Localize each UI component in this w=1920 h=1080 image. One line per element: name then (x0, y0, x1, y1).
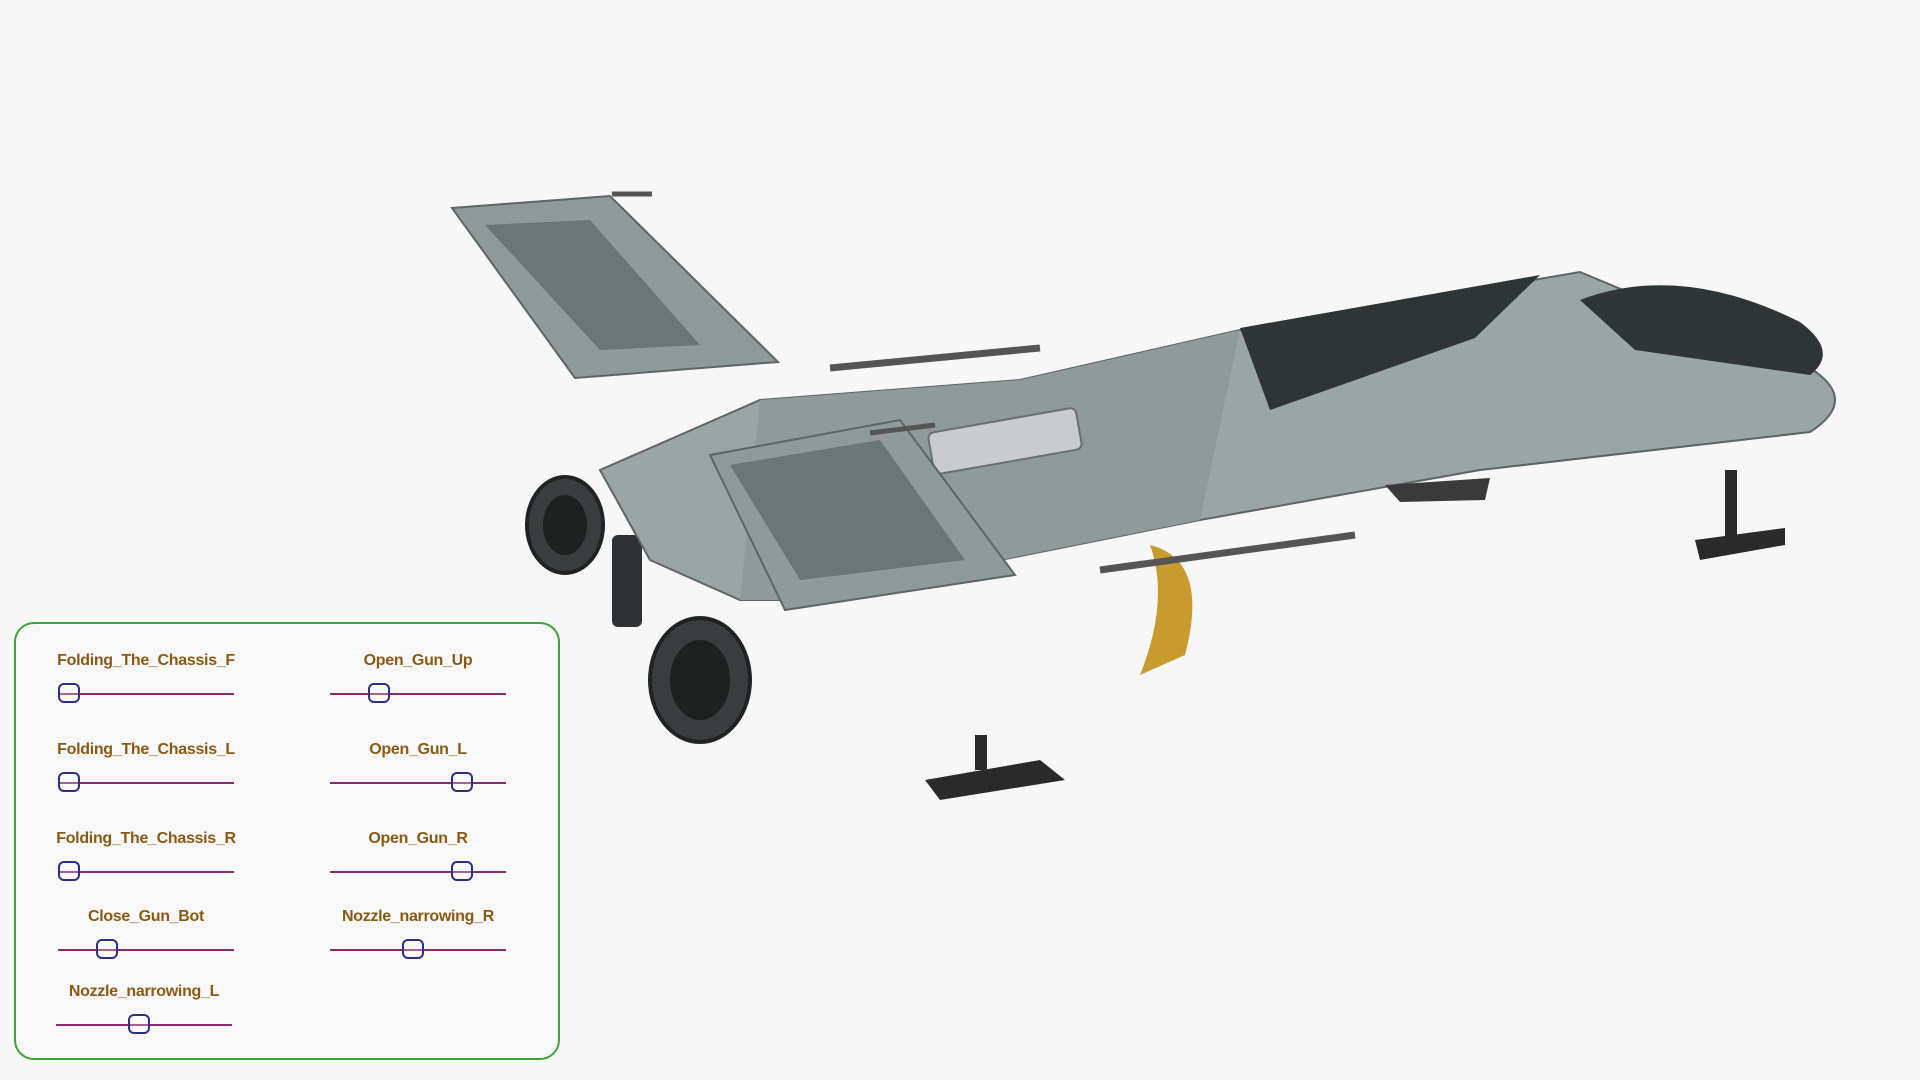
slider-knob[interactable] (57, 861, 80, 881)
slider-close-gun-bot[interactable]: Close_Gun_Bot (58, 908, 234, 968)
slider-open-gun-l[interactable]: Open_Gun_L (330, 741, 506, 801)
slider-label: Folding_The_Chassis_F (57, 652, 235, 669)
slider-knob[interactable] (127, 1014, 150, 1034)
slider-label: Folding_The_Chassis_R (56, 830, 236, 847)
slider-track[interactable] (58, 871, 234, 873)
slider-label: Open_Gun_Up (363, 652, 473, 669)
slider-nozzle-narrowing-l[interactable]: Nozzle_narrowing_L (56, 983, 232, 1043)
slider-track[interactable] (58, 693, 234, 695)
slider-folding-chassis-l[interactable]: Folding_The_Chassis_L (57, 741, 235, 801)
slider-knob[interactable] (96, 939, 119, 959)
slider-knob[interactable] (401, 939, 424, 959)
slider-knob[interactable] (57, 683, 80, 703)
slider-track[interactable] (56, 1024, 232, 1026)
slider-knob[interactable] (451, 772, 473, 792)
control-panel (14, 622, 560, 1060)
slider-track[interactable] (58, 782, 234, 784)
slider-nozzle-narrowing-r[interactable]: Nozzle_narrowing_R (330, 908, 506, 968)
slider-knob[interactable] (451, 861, 473, 881)
slider-label: Open_Gun_L (369, 741, 467, 758)
slider-track[interactable] (58, 949, 234, 951)
slider-knob[interactable] (368, 683, 391, 703)
slider-label: Close_Gun_Bot (87, 908, 205, 925)
slider-folding-chassis-f[interactable]: Folding_The_Chassis_F (57, 652, 235, 712)
slider-open-gun-up[interactable]: Open_Gun_Up (330, 652, 506, 712)
slider-open-gun-r[interactable]: Open_Gun_R (330, 830, 506, 890)
slider-track[interactable] (330, 693, 506, 695)
slider-track[interactable] (330, 782, 506, 784)
slider-label: Nozzle_narrowing_L (68, 983, 220, 1000)
slider-folding-chassis-r[interactable]: Folding_The_Chassis_R (56, 830, 236, 890)
slider-track[interactable] (330, 949, 506, 951)
slider-label: Folding_The_Chassis_L (57, 741, 235, 758)
slider-label: Open_Gun_R (368, 830, 468, 847)
slider-knob[interactable] (57, 772, 80, 792)
slider-track[interactable] (330, 871, 506, 873)
slider-label: Nozzle_narrowing_R (342, 908, 494, 925)
